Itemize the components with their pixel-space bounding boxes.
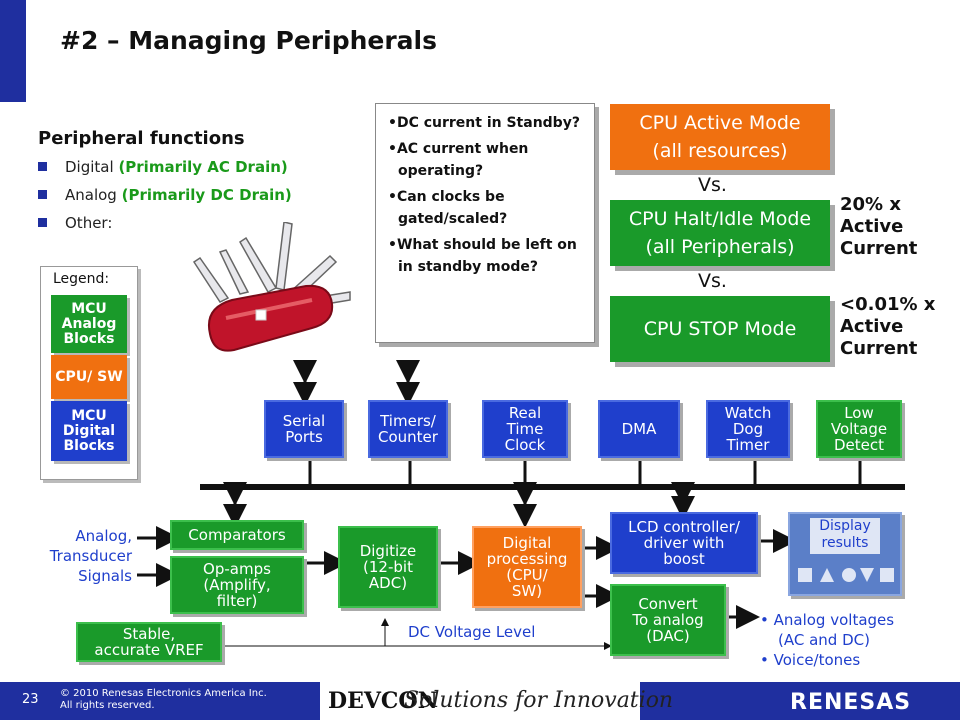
dma-block: DMA bbox=[598, 400, 680, 458]
swiss-army-knife-icon bbox=[192, 222, 351, 352]
vs-label-2: Vs. bbox=[698, 270, 727, 292]
bullet-square-icon bbox=[38, 162, 47, 171]
tagline: Solutions for Innovation bbox=[404, 688, 674, 713]
display-buttons-icon bbox=[798, 568, 894, 582]
devcon-logo: DEVCON bbox=[328, 688, 438, 714]
bullet-square-icon bbox=[38, 190, 47, 199]
list-item: •Can clocks be gated/scaled? bbox=[388, 189, 508, 227]
cpu-halt-mode: CPU Halt/Idle Mode(all Peripherals) bbox=[610, 200, 830, 266]
page-number: 23 bbox=[22, 692, 39, 707]
vref-block: Stable,accurate VREF bbox=[76, 622, 222, 662]
peripheral-functions-heading: Peripheral functions bbox=[38, 128, 245, 149]
bullet-square-icon bbox=[38, 218, 47, 227]
renesas-logo: RENESAS bbox=[790, 690, 912, 715]
list-item: •What should be left on in standby mode? bbox=[388, 237, 577, 275]
copyright: © 2010 Renesas Electronics America Inc.A… bbox=[60, 688, 267, 711]
timers-counter-block: Timers/Counter bbox=[368, 400, 448, 458]
vs-label-1: Vs. bbox=[698, 174, 727, 196]
list-item: •DC current in Standby? bbox=[388, 115, 580, 131]
footer-right bbox=[640, 682, 960, 720]
output-bullets: • Analog voltages (AC and DC) • Voice/to… bbox=[760, 611, 895, 669]
list-item: Digital (Primarily AC Drain) bbox=[38, 156, 292, 184]
legend-digital: MCU Digital Blocks bbox=[51, 401, 127, 461]
legend-analog: MCU Analog Blocks bbox=[51, 295, 127, 353]
list-item: Analog (Primarily DC Drain) bbox=[38, 184, 292, 212]
list-item: • Voice/tones bbox=[760, 651, 861, 669]
legend-cpu: CPU/ SW bbox=[51, 355, 127, 399]
questions-callout: •DC current in Standby? •AC current when… bbox=[375, 103, 595, 343]
page-title: #2 – Managing Peripherals bbox=[60, 26, 438, 55]
cpu-stop-mode: CPU STOP Mode bbox=[610, 296, 830, 362]
peripheral-functions-list: Digital (Primarily AC Drain) Analog (Pri… bbox=[38, 156, 292, 240]
list-item: • Analog voltages bbox=[760, 611, 895, 629]
sidebar-accent bbox=[0, 0, 26, 102]
cpu-active-mode: CPU Active Mode(all resources) bbox=[610, 104, 830, 170]
legend: Legend: MCU Analog Blocks CPU/ SW MCU Di… bbox=[40, 266, 138, 480]
list-item: Other: bbox=[38, 212, 292, 240]
dc-voltage-level-label: DC Voltage Level bbox=[408, 623, 536, 641]
op-amps-block: Op-amps(Amplify,filter) bbox=[170, 556, 304, 614]
footer-middle bbox=[320, 682, 640, 720]
list-item: •AC current when operating? bbox=[388, 141, 529, 179]
legend-title: Legend: bbox=[53, 271, 110, 287]
footer-left bbox=[0, 682, 320, 720]
comparators-block: Comparators bbox=[170, 520, 304, 550]
